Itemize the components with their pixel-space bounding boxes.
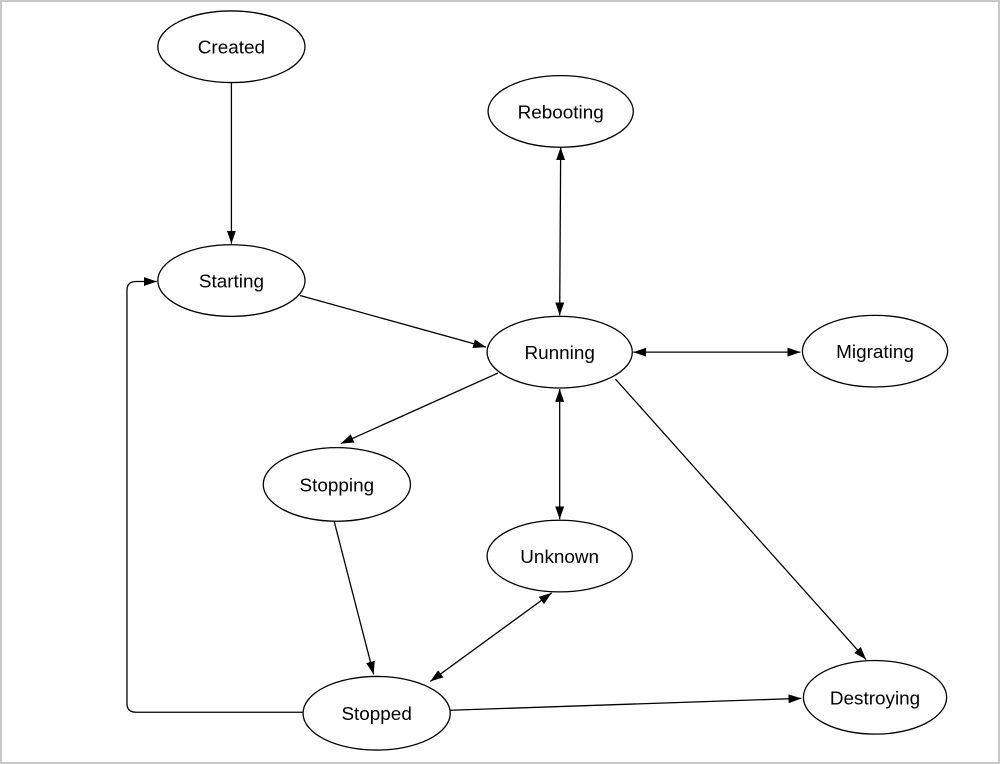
state-node-created: Created [157, 10, 306, 84]
state-label-starting: Starting [199, 271, 264, 292]
state-label-running: Running [524, 343, 594, 364]
edge-starting-running [299, 294, 487, 349]
edge-running-destroying [614, 378, 867, 660]
state-node-stopping: Stopping [262, 447, 412, 522]
edge-stopped-destroying [450, 694, 802, 711]
state-ellipse-created [157, 10, 306, 84]
state-ellipse-stopping [262, 447, 412, 522]
state-label-stopping: Stopping [300, 475, 375, 496]
state-node-migrating: Migrating [801, 314, 949, 388]
state-node-unknown: Unknown [486, 519, 633, 593]
state-node-stopped: Stopped [302, 675, 451, 751]
state-node-rebooting: Rebooting [487, 74, 634, 148]
state-ellipse-running [486, 315, 633, 389]
state-ellipse-starting [157, 244, 306, 317]
state-label-destroying: Destroying [830, 688, 920, 709]
state-ellipse-destroying [802, 659, 948, 735]
edge-running-stopping [340, 372, 499, 445]
edge-stopped-starting [126, 277, 304, 713]
edge-stopping-stopped [333, 520, 375, 675]
state-label-unknown: Unknown [520, 547, 599, 568]
state-label-stopped: Stopped [341, 704, 411, 725]
state-node-destroying: Destroying [802, 659, 948, 735]
state-node-starting: Starting [157, 244, 306, 317]
edge-unknown-stopped [429, 592, 553, 682]
state-ellipse-stopped [302, 675, 451, 751]
edges-layer [126, 82, 867, 713]
state-ellipse-rebooting [487, 74, 634, 148]
state-label-migrating: Migrating [836, 342, 914, 363]
state-label-rebooting: Rebooting [518, 102, 604, 123]
state-ellipse-unknown [486, 519, 633, 593]
state-node-running: Running [486, 315, 633, 389]
edge-rebooting-running [555, 147, 566, 316]
state-label-created: Created [198, 38, 265, 59]
state-ellipse-migrating [801, 314, 949, 388]
